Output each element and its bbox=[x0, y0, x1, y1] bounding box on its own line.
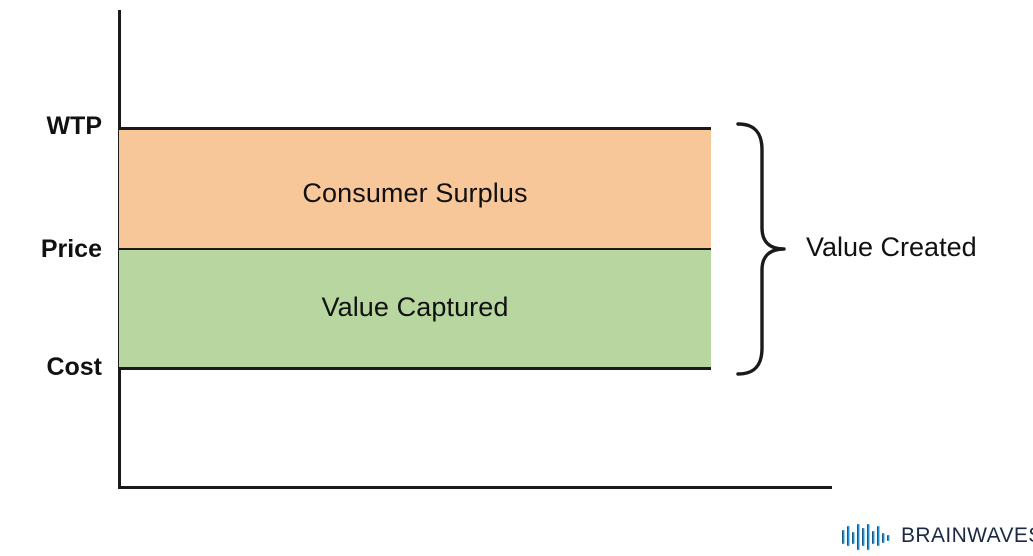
brainwaves-logo: BRAINWAVES bbox=[841, 518, 1033, 552]
axis-label-price: Price bbox=[40, 235, 102, 263]
axis-label-cost: Cost bbox=[46, 353, 102, 381]
annotation-value-created: Value Created bbox=[806, 232, 977, 262]
curly-brace-icon bbox=[736, 122, 786, 376]
axis-label-wtp: WTP bbox=[46, 112, 102, 140]
waveform-icon bbox=[842, 524, 890, 550]
x-axis-line bbox=[118, 486, 832, 489]
bar-value-captured: Value Captured bbox=[119, 250, 711, 370]
brand-name: BRAINWAVES bbox=[901, 524, 1033, 547]
bar-label-consumer-surplus: Consumer Surplus bbox=[302, 178, 528, 208]
bar-consumer-surplus: Consumer Surplus bbox=[119, 127, 711, 250]
bar-label-value-captured: Value Captured bbox=[321, 292, 509, 322]
